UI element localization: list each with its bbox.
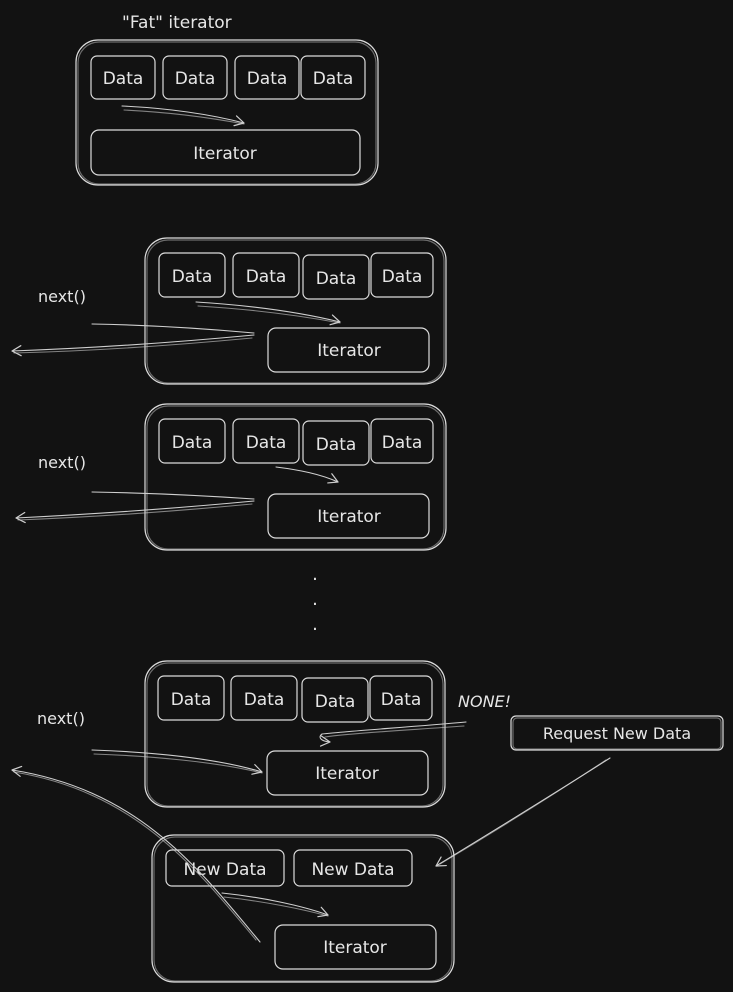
data-cell [232,252,300,298]
data-cell [162,55,228,100]
ellipsis-dot: . [312,614,318,635]
data-cell [302,254,370,300]
panel-frame [144,237,447,385]
data-cell-label: Data [316,269,357,289]
pointer-arrow [221,892,329,918]
iterator-label: Iterator [317,341,381,361]
request-new-data-box [510,715,724,751]
panel-frame [75,39,379,186]
new-data-cell-label: New Data [311,860,394,880]
pointer-arrow [275,466,339,484]
iteration-panel-2: Data Data Data Data Iterator [144,403,447,551]
data-cell [90,55,156,100]
ellipsis-dot: . [312,589,318,610]
data-cell-label: Data [103,69,144,89]
new-data-panel: New Data New Data Iterator [151,834,455,983]
iterator-label: Iterator [317,507,381,527]
return-arrow [11,765,261,943]
data-cell-label: Data [247,69,288,89]
data-cell-label: Data [316,435,357,455]
return-arrow [11,334,255,357]
data-cell [158,252,226,298]
panel-frame [151,834,455,983]
data-cell-label: Data [315,692,356,712]
next-call-arrow [91,491,255,500]
data-cell [370,252,434,298]
data-cell-label: Data [246,433,287,453]
data-cell-label: Data [172,433,213,453]
data-cell [370,418,434,464]
iterator-box [274,924,437,970]
data-cell [158,418,226,464]
iterator-label: Iterator [315,764,379,784]
iterator-box [266,750,429,796]
data-cell [302,420,370,466]
panel-frame [144,660,446,808]
next-call-label: next() [38,453,86,472]
data-cell-label: Data [382,433,423,453]
ellipsis-dot: . [312,564,318,585]
next-call-arrow [91,749,263,775]
next-call-label: next() [37,709,85,728]
data-cell-label: Data [175,69,216,89]
data-cell [157,675,225,721]
data-cell [301,677,369,723]
next-call-arrow [91,323,255,334]
data-cell-label: Data [172,267,213,287]
iterator-box [267,493,430,539]
data-cell-label: Data [313,69,354,89]
data-cell-label: Data [382,267,423,287]
none-label: NONE! [458,692,511,711]
data-cell-label: Data [244,690,285,710]
none-pointer-arrow [319,721,467,747]
new-data-cell-label: New Data [183,860,266,880]
request-new-data-label: Request New Data [543,724,691,743]
diagram-title: "Fat" iterator [122,13,232,33]
iterator-label: Iterator [323,938,387,958]
next-call-label: next() [38,287,86,306]
iterator-box [267,327,430,373]
data-cell-label: Data [381,690,422,710]
panel-frame [144,403,447,551]
data-cell-label: Data [171,690,212,710]
data-cell [369,675,433,721]
data-cell-label: Data [246,267,287,287]
pointer-arrow [121,105,245,127]
data-cell [234,55,300,100]
data-cell [230,675,298,721]
fat-iterator-panel: Data Data Data Data Iterator [75,39,379,186]
iterator-box [90,129,361,176]
pointer-arrow [195,301,341,326]
exhausted-panel: Data Data Data Data Iterator [144,660,446,808]
iterator-label: Iterator [193,144,257,164]
new-data-cell [293,849,413,887]
data-cell [300,55,366,100]
return-arrow [15,500,255,524]
iteration-panel-1: Data Data Data Data Iterator [144,237,447,385]
data-cell [232,418,300,464]
new-data-cell [165,849,285,887]
